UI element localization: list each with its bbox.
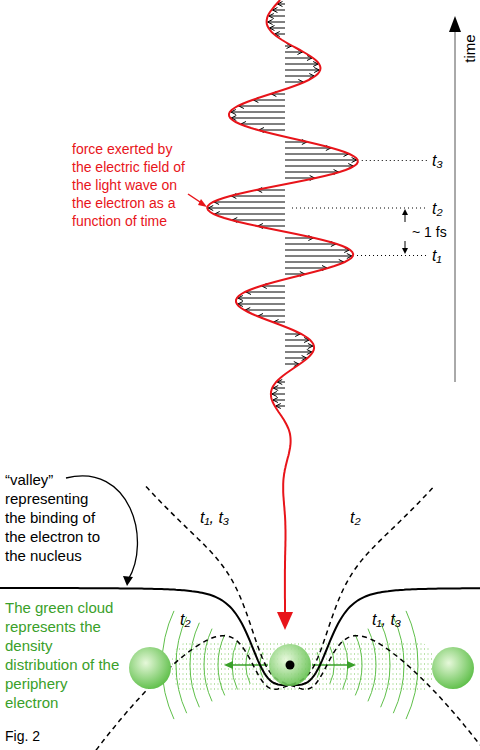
cloud-wave-arc	[381, 623, 390, 708]
cloud-wave-arc	[355, 635, 362, 696]
force-arrow	[285, 172, 339, 173]
force-arrow	[238, 298, 285, 299]
axis-line	[455, 30, 456, 382]
force-arrow	[285, 64, 318, 65]
force-arrow	[231, 112, 285, 113]
force-arrow	[231, 118, 285, 119]
electron-balls	[129, 644, 474, 689]
cloud-arrow	[312, 664, 350, 666]
force-arrow	[285, 250, 349, 251]
force-arrow	[215, 214, 285, 215]
force-arrowhead	[308, 344, 313, 349]
force-arrowhead	[268, 20, 273, 25]
force-arrow	[285, 70, 319, 71]
time-marker-line	[292, 208, 428, 209]
cloud-wave-arc	[393, 617, 404, 713]
cloud-caption: The green cloud represents the density d…	[5, 598, 123, 712]
wave-curve	[207, 0, 358, 614]
force-arrow	[285, 52, 302, 53]
force-arrow	[253, 100, 285, 101]
time-label: t₂	[350, 508, 361, 527]
cloud-wave-arc	[204, 629, 212, 702]
axis-label: time	[460, 34, 479, 62]
force-arrow	[285, 166, 353, 167]
force-arrow	[272, 394, 285, 395]
electron-ball	[129, 647, 171, 689]
cloud-arrow	[230, 664, 268, 666]
force-arrow	[232, 220, 285, 221]
valley-caption: “valley” representing the binding of the…	[5, 470, 107, 565]
force-arrow	[285, 148, 331, 149]
force-arrow	[268, 22, 285, 23]
figure-number: Fig. 2	[5, 727, 40, 746]
pointer-head	[198, 199, 207, 207]
force-arrow	[241, 124, 285, 125]
cloud-dots	[172, 644, 434, 689]
force-arrow	[285, 256, 352, 257]
cloud-arrowhead	[347, 661, 356, 669]
force-arrow	[258, 316, 285, 317]
force-arrow	[239, 106, 285, 107]
axis-arrowhead	[449, 16, 461, 32]
wave-arrowhead	[277, 612, 293, 630]
cloud-wave-arc	[176, 617, 187, 713]
force-arrow	[285, 160, 357, 161]
force-arrow	[269, 16, 285, 17]
cloud-wave-arc	[218, 635, 225, 696]
time-label: t₃	[432, 151, 443, 170]
force-arrow	[285, 154, 349, 155]
interval-arrowhead	[402, 209, 408, 215]
wave-caption: force exerted by the electric field of t…	[72, 140, 185, 230]
force-arrow	[285, 76, 314, 77]
time-marker-line	[362, 160, 428, 161]
force-arrow	[285, 244, 336, 245]
force-arrow	[285, 352, 312, 353]
force-arrow	[269, 28, 285, 29]
tilted-valley-t2	[96, 487, 434, 750]
force-arrow	[285, 358, 307, 359]
nucleus-dot	[286, 661, 295, 670]
time-label: t₁, t₃	[200, 508, 229, 527]
force-arrow	[272, 10, 285, 11]
force-arrow	[285, 58, 312, 59]
force-arrow	[245, 310, 285, 311]
time-label: t₂	[180, 610, 191, 629]
time-label: t₁	[432, 246, 442, 265]
tilted-valley-t1-t3	[146, 487, 480, 746]
force-arrow	[285, 334, 300, 335]
force-arrow	[231, 196, 285, 197]
force-arrow	[208, 208, 285, 209]
electron-ball	[269, 644, 311, 686]
light-wave	[188, 0, 358, 630]
time-axis	[292, 16, 461, 382]
time-marker-line	[357, 255, 428, 256]
force-arrow	[285, 364, 299, 365]
cloud-wave-arc	[190, 623, 199, 708]
force-arrow	[285, 268, 327, 269]
force-arrowhead	[272, 392, 277, 397]
time-label: t₁, t₃	[372, 610, 401, 629]
electron-cloud	[162, 611, 434, 719]
force-arrow	[214, 202, 285, 203]
force-arrow	[285, 262, 344, 263]
cloud-arrowhead	[224, 661, 233, 669]
force-arrow	[285, 346, 313, 347]
time-label: t₂	[432, 199, 443, 218]
interval-arrowhead	[402, 248, 408, 254]
force-arrow	[285, 82, 303, 83]
cloud-dot-row	[172, 644, 434, 645]
valley-pointer-head	[123, 576, 133, 586]
force-arrow	[285, 340, 309, 341]
interval-label: ~ 1 fs	[412, 223, 447, 242]
electron-ball	[432, 647, 474, 689]
force-arrow	[246, 292, 285, 293]
force-arrows	[208, 2, 356, 409]
force-arrow	[238, 304, 285, 305]
